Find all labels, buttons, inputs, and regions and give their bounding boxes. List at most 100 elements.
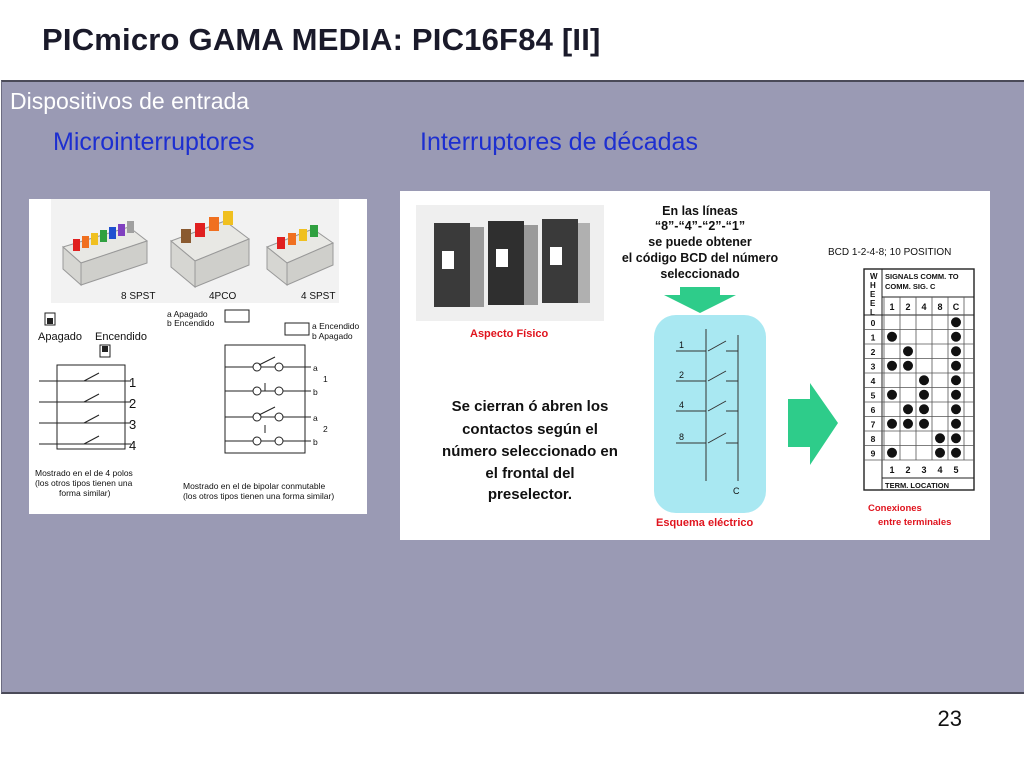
lines-text-5: seleccionado <box>660 267 740 281</box>
bcd-dot <box>951 360 961 371</box>
switch-num-4: 4 <box>129 438 136 453</box>
subtitle-microinterruptores: Microinterruptores <box>53 128 255 156</box>
bcd-row-label: 8 <box>871 434 876 444</box>
four-pole-schematic <box>39 364 131 450</box>
down-arrow-icon <box>664 287 736 313</box>
pole-num-2: 2 <box>323 424 328 434</box>
schematic-num-4: 4 <box>679 400 684 410</box>
schematic-tube <box>654 315 766 513</box>
bcd-dot <box>903 360 913 371</box>
bcd-dot <box>887 331 897 342</box>
signals-header: SIGNALS COMM. TO <box>885 272 959 281</box>
subtitle-interruptores-decadas: Interruptores de décadas <box>420 128 698 156</box>
legend-box-1 <box>224 309 250 323</box>
legend-box-2 <box>284 322 310 336</box>
bcd-dot <box>919 375 929 386</box>
wheel-letter: L <box>870 308 875 317</box>
page-number: 23 <box>937 706 962 731</box>
lines-text-4: el código BCD del número <box>622 251 779 265</box>
bcd-row-label: 2 <box>871 347 876 357</box>
terminal-number: 2 <box>905 465 910 475</box>
label-esquema-electrico: Esquema eléctrico <box>656 517 753 529</box>
package-4spst <box>266 225 335 287</box>
bcd-row-label: 3 <box>871 362 876 372</box>
close-text-1: Se cierran ó abren los <box>452 398 609 415</box>
bcd-dot <box>903 346 913 357</box>
bcd-dot <box>951 375 961 386</box>
label-aspecto-fisico: Aspecto Físico <box>470 328 549 340</box>
bcd-dot <box>951 404 961 415</box>
schematic-num-1: 1 <box>679 340 684 350</box>
bcd-row-label: 0 <box>871 318 876 328</box>
bipolar-schematic <box>224 344 311 454</box>
bcd-row-label: 5 <box>871 391 876 401</box>
signals-header: COMM. SIG. C <box>885 282 936 291</box>
bcd-dot <box>951 433 961 444</box>
caption-left-line1: Mostrado en el de 4 polos <box>35 468 133 478</box>
wheel-letter: E <box>870 299 876 308</box>
connections-label-1: Conexiones <box>868 503 922 514</box>
bcd-col-header: 2 <box>905 302 910 312</box>
legend-a-apagado: a Apagado <box>167 309 208 319</box>
switch-num-1: 1 <box>129 375 136 390</box>
bcd-row-label: 6 <box>871 405 876 415</box>
bcd-dot <box>887 447 897 458</box>
bcd-col-header: C <box>953 302 960 312</box>
bcd-row-label: 9 <box>871 449 876 459</box>
caption-left-line3: forma similar) <box>59 488 111 498</box>
toggle-on-icon <box>99 344 111 358</box>
bcd-schematic <box>676 329 739 481</box>
decade-switch-photo <box>416 205 604 321</box>
bcd-dot <box>951 418 961 429</box>
dip-switch-figure: 8 SPST 4PCO 4 SPST Apagado Encendido 1 2… <box>29 199 367 514</box>
label-apagado: Apagado <box>38 331 82 343</box>
dip-switch-drawing: 8 SPST 4PCO 4 SPST Apagado Encendido 1 2… <box>35 199 360 501</box>
lines-text-1: En las líneas <box>662 204 738 218</box>
legend-a-encendido: a Encendido <box>312 321 360 331</box>
caption-left-line2: (los otros tipos tienen una <box>35 478 133 488</box>
schematic-num-2: 2 <box>679 370 684 380</box>
label-4spst: 4 SPST <box>301 291 335 302</box>
wheel-letter: H <box>870 281 876 290</box>
legend-b-apagado: b Apagado <box>312 331 353 341</box>
bcd-dot <box>919 418 929 429</box>
bcd-col-header: 1 <box>889 302 894 312</box>
close-text-2: contactos según el <box>462 421 598 438</box>
bcd-row-label: 1 <box>871 333 876 343</box>
bcd-dot <box>951 331 961 342</box>
package-4pco <box>170 211 251 289</box>
bcd-dot <box>951 317 961 328</box>
bcd-dot <box>887 418 897 429</box>
bcd-dot <box>935 447 945 458</box>
decade-switch-drawing: Aspecto Físico En las líneas “8”-“4”-“2”… <box>416 204 975 529</box>
bcd-dot <box>887 360 897 371</box>
bcd-dot <box>903 418 913 429</box>
pole-a-2: a <box>313 413 318 423</box>
caption-right-line2: (los otros tipos tienen una forma simila… <box>183 491 334 501</box>
close-text-5: preselector. <box>488 486 572 503</box>
bcd-col-header: 8 <box>937 302 942 312</box>
bcd-title: BCD 1-2-4-8; 10 POSITION <box>828 247 951 258</box>
wheel-letter: W <box>870 272 878 281</box>
terminal-number: 3 <box>921 465 926 475</box>
terminal-number: 5 <box>953 465 958 475</box>
wheel-letter: E <box>870 290 876 299</box>
bcd-dot <box>951 447 961 458</box>
bcd-dot <box>919 404 929 415</box>
bcd-dot <box>887 389 897 400</box>
package-8spst <box>62 221 149 287</box>
close-text-4: el frontal del <box>485 465 574 482</box>
close-text-3: número seleccionado en <box>442 443 618 460</box>
bcd-row-label: 4 <box>871 376 876 386</box>
terminal-number: 1 <box>889 465 894 475</box>
terminal-number: 4 <box>937 465 942 475</box>
toggle-off-icon <box>44 312 56 326</box>
lines-text-2: “8”-“4”-“2”-“1” <box>655 219 745 233</box>
switch-num-2: 2 <box>129 396 136 411</box>
label-8spst: 8 SPST <box>121 291 155 302</box>
pole-a-1: a <box>313 363 318 373</box>
decade-switch-figure: Aspecto Físico En las líneas “8”-“4”-“2”… <box>400 191 990 540</box>
bcd-dot <box>951 346 961 357</box>
bcd-row-label: 7 <box>871 420 876 430</box>
